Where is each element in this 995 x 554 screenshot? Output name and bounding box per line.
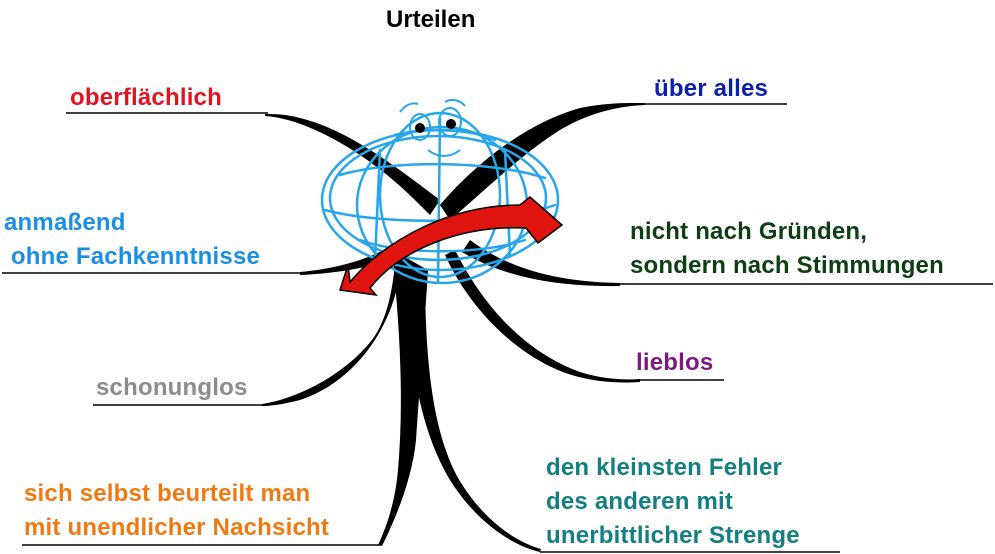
label-line: unerbittlicher Strenge <box>546 522 800 549</box>
label-nicht-nach-gruenden: nicht nach Gründen, sondern nach Stimmun… <box>630 215 944 283</box>
label-ueber-alles: über alles <box>654 72 768 106</box>
label-line: lieblos <box>636 349 714 376</box>
label-line: sich selbst beurteilt man <box>24 480 311 507</box>
label-line: anmaßend <box>4 209 126 236</box>
branch-kleinste-fehler <box>405 270 541 552</box>
label-selbst: sich selbst beurteilt man mit unendliche… <box>24 477 329 545</box>
label-line: den kleinsten Fehler <box>546 454 783 481</box>
label-kleinste-fehler: den kleinsten Fehler des anderen mit une… <box>546 451 800 553</box>
face-icon <box>399 98 466 157</box>
branch-oberflaechlich <box>265 114 440 215</box>
label-anmassend: anmaßend ohne Fachkenntnisse <box>4 206 260 274</box>
label-line: sondern nach Stimmungen <box>630 252 944 279</box>
label-line: oberflächlich <box>70 84 222 111</box>
label-line: mit unendlicher Nachsicht <box>24 514 330 541</box>
branch-lines <box>262 102 645 552</box>
branch-ueber-alles <box>440 102 645 220</box>
label-schonunglos: schonunglos <box>96 371 248 405</box>
label-line: des anderen mit <box>546 488 734 515</box>
branch-schonunglos <box>262 265 400 406</box>
label-lieblos: lieblos <box>636 346 713 380</box>
page-title: Urteilen <box>386 6 476 33</box>
label-line: schonunglos <box>96 374 248 401</box>
branch-lieblos <box>445 250 640 383</box>
label-line: ohne Fachkenntnisse <box>4 243 261 270</box>
label-line: über alles <box>654 75 769 102</box>
label-oberflaechlich: oberflächlich <box>70 81 222 115</box>
label-line: nicht nach Gründen, <box>630 218 868 245</box>
arrow-icon <box>339 196 564 297</box>
underlines <box>2 103 993 553</box>
